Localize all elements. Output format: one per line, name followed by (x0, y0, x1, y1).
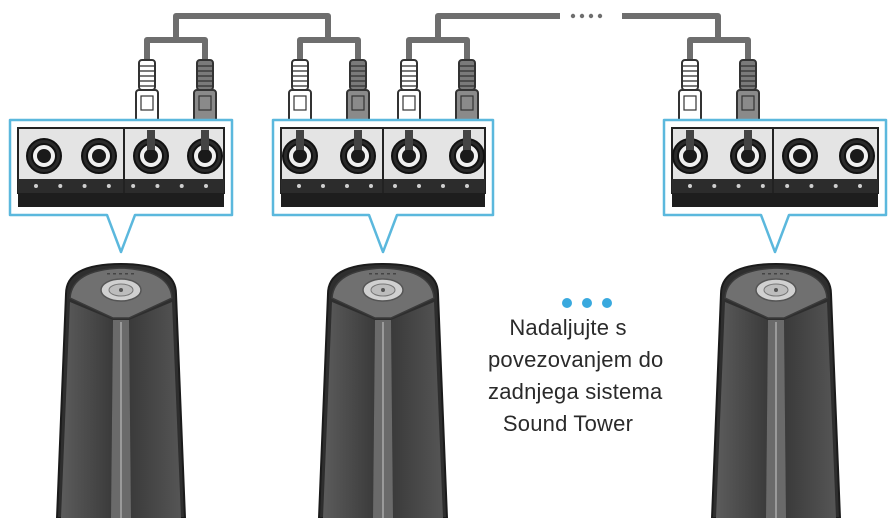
sound-tower-last (710, 262, 842, 518)
rca-jack (340, 130, 376, 174)
ellipsis-dots-icon (562, 298, 612, 308)
jack-panels (8, 118, 888, 254)
rca-jack (672, 130, 708, 174)
rca-jack (782, 138, 818, 174)
sound-tower-1 (55, 262, 187, 518)
continue-caption: Nadaljujte s povezovanjem do zadnjega si… (488, 312, 664, 440)
rca-jack (730, 130, 766, 174)
jack-panel-2 (271, 118, 495, 254)
cable-link-3 (622, 13, 721, 40)
rca-jack (449, 130, 485, 174)
rca-jack (81, 138, 117, 174)
cable-yoke-2 (297, 37, 361, 62)
rca-jack (133, 130, 169, 174)
rca-jack (26, 138, 62, 174)
cable-continuation-dots (570, 13, 603, 19)
cable-harness (144, 13, 751, 62)
caption-line-1: Nadaljujte s (509, 315, 627, 340)
rca-jack (391, 130, 427, 174)
cable-link-1 (173, 13, 331, 40)
cable-yoke-4 (687, 37, 751, 62)
rca-jack (839, 138, 875, 174)
sound-towers (55, 262, 842, 518)
caption-line-2: povezovanjem do (488, 347, 664, 372)
cable-yoke-1 (144, 37, 208, 62)
caption-line-4: Sound Tower (502, 411, 634, 436)
jack-panel-3 (662, 118, 888, 254)
caption-line-3: zadnjega sistema (488, 379, 663, 404)
sound-tower-2 (317, 262, 449, 518)
cable-link-2 (435, 13, 560, 40)
rca-jack (282, 130, 318, 174)
rca-jack (187, 130, 223, 174)
cable-yoke-3 (406, 37, 470, 62)
jack-panel-1 (8, 118, 234, 254)
